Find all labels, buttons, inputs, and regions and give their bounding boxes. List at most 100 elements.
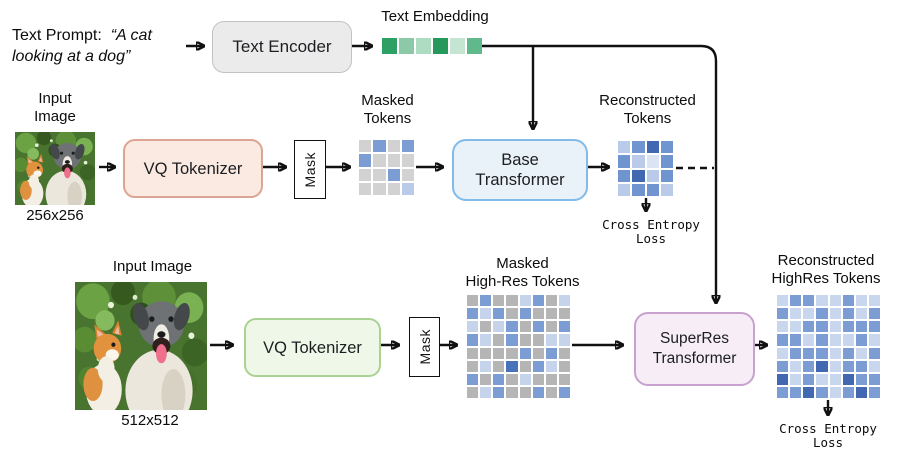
superres-transformer-label-line1: SuperRes — [660, 330, 729, 347]
token-cell — [855, 373, 867, 385]
token-cell — [545, 373, 557, 385]
token-cell — [359, 182, 372, 195]
token-cell — [519, 334, 531, 346]
token-cell — [558, 347, 570, 359]
reconstructed-highres-tokens-label: Reconstructed HighRes Tokens — [771, 252, 881, 287]
token-cell — [558, 373, 570, 385]
token-cell — [401, 182, 414, 195]
token-cell — [558, 308, 570, 320]
token-cell — [480, 334, 492, 346]
masked-highres-tokens-label: Masked High-Res Tokens — [465, 255, 580, 290]
token-cell — [399, 38, 414, 54]
token-cell — [373, 140, 386, 153]
token-cell — [532, 373, 544, 385]
token-cell — [777, 334, 789, 346]
token-cell — [777, 347, 789, 359]
token-cell — [829, 360, 841, 372]
token-cell — [646, 169, 659, 182]
token-cell — [803, 347, 815, 359]
token-cell — [803, 308, 815, 320]
masked-highres-tokens-grid — [467, 295, 570, 398]
token-cell — [842, 334, 854, 346]
token-cell — [829, 334, 841, 346]
mask-bottom-label: Mask — [416, 329, 433, 365]
reconstructed-highres-tokens-grid — [777, 295, 880, 398]
masked-tokens-label: Masked Tokens — [361, 92, 414, 127]
token-cell — [632, 155, 645, 168]
token-cell — [855, 321, 867, 333]
input-image-bottom-caption: 512x512 — [121, 412, 179, 429]
token-cell — [467, 360, 479, 372]
token-cell — [467, 295, 479, 307]
token-cell — [467, 373, 479, 385]
token-cell — [777, 295, 789, 307]
token-cell — [359, 140, 372, 153]
token-cell — [618, 141, 631, 154]
base-transformer-box: Base Transformer — [452, 139, 588, 201]
token-cell — [842, 347, 854, 359]
token-cell — [829, 295, 841, 307]
token-cell — [790, 308, 802, 320]
token-cell — [493, 321, 505, 333]
token-cell — [519, 308, 531, 320]
token-cell — [382, 38, 397, 54]
text-encoder-box: Text Encoder — [212, 21, 352, 73]
token-cell — [467, 347, 479, 359]
reconstructed-tokens-grid — [618, 141, 673, 196]
token-cell — [632, 183, 645, 196]
token-cell — [519, 386, 531, 398]
token-cell — [855, 360, 867, 372]
token-cell — [532, 347, 544, 359]
token-cell — [829, 347, 841, 359]
vq-tokenizer-bottom-box: VQ Tokenizer — [244, 318, 381, 377]
token-cell — [618, 155, 631, 168]
token-cell — [467, 38, 482, 54]
token-cell — [493, 386, 505, 398]
token-cell — [545, 295, 557, 307]
vq-tokenizer-top-label: VQ Tokenizer — [143, 159, 243, 178]
token-cell — [842, 386, 854, 398]
token-cell — [829, 308, 841, 320]
token-cell — [493, 308, 505, 320]
token-cell — [387, 168, 400, 181]
token-cell — [855, 386, 867, 398]
token-cell — [868, 360, 880, 372]
token-cell — [790, 295, 802, 307]
token-cell — [480, 295, 492, 307]
token-cell — [506, 321, 518, 333]
token-cell — [632, 141, 645, 154]
input-image-bottom-label: Input Image — [112, 258, 193, 275]
token-cell — [387, 154, 400, 167]
text-prompt-quote-line2: looking at a dog” — [12, 48, 131, 65]
token-cell — [803, 295, 815, 307]
token-cell — [842, 360, 854, 372]
token-cell — [829, 386, 841, 398]
token-cell — [790, 321, 802, 333]
token-cell — [519, 360, 531, 372]
token-cell — [816, 373, 828, 385]
token-cell — [401, 154, 414, 167]
token-cell — [816, 308, 828, 320]
token-cell — [803, 360, 815, 372]
text-embedding-strip — [382, 38, 482, 54]
token-cell — [632, 169, 645, 182]
token-cell — [506, 373, 518, 385]
token-cell — [816, 360, 828, 372]
token-cell — [618, 169, 631, 182]
token-cell — [803, 334, 815, 346]
token-cell — [519, 295, 531, 307]
token-cell — [790, 347, 802, 359]
token-cell — [790, 373, 802, 385]
token-cell — [519, 373, 531, 385]
base-transformer-label-line2: Transformer — [475, 171, 565, 189]
token-cell — [829, 373, 841, 385]
input-image-photo-256 — [15, 132, 95, 205]
mask-top-label: Mask — [302, 151, 318, 188]
token-cell — [373, 154, 386, 167]
token-cell — [493, 295, 505, 307]
token-cell — [373, 182, 386, 195]
superres-transformer-label-line2: Transformer — [652, 350, 737, 367]
token-cell — [646, 141, 659, 154]
token-cell — [493, 334, 505, 346]
